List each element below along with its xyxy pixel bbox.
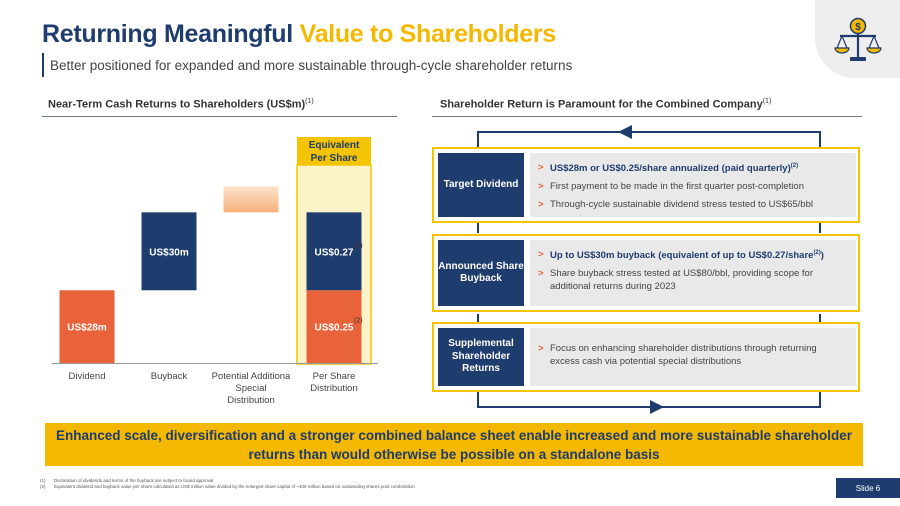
x-tick-label: Dividend xyxy=(69,371,106,382)
title-part-1: Returning Meaningful xyxy=(42,20,293,48)
chart-section-heading: Near-Term Cash Returns to Shareholders (… xyxy=(48,98,314,111)
bar-us-28m xyxy=(59,290,115,363)
bar-data-label: US$28m xyxy=(67,323,107,334)
bullet-item: >US$28m or US$0.25/share annualized (pai… xyxy=(538,162,799,175)
bullet-item: >Through-cycle sustainable dividend stre… xyxy=(538,198,813,210)
bar-potential-special xyxy=(223,186,279,213)
chart-section-rule xyxy=(42,116,397,117)
equivalent-label-line1: Equivalent xyxy=(309,140,360,151)
row-content: >US$28m or US$0.25/share annualized (pai… xyxy=(530,153,856,217)
bar-data-label: US$0.27 xyxy=(315,247,354,258)
page-subtitle: Better positioned for expanded and more … xyxy=(50,58,573,73)
bar-footnote-ref: (2) xyxy=(354,242,363,249)
x-tick-label: Per Share xyxy=(313,371,356,382)
flow-row-supplemental-returns: Supplemental Shareholder Returns >Focus … xyxy=(432,322,860,392)
chevron-right-icon: > xyxy=(538,267,544,279)
flow-section-rule xyxy=(432,116,862,117)
flow-section-heading: Shareholder Return is Paramount for the … xyxy=(440,98,772,111)
row-content: >Focus on enhancing shareholder distribu… xyxy=(530,328,856,386)
x-tick-label: Distribution xyxy=(310,383,358,394)
bar-data-label: US$0.25 xyxy=(315,323,354,334)
subtitle-accent-bar xyxy=(42,53,44,77)
bullet-item: >Up to US$30m buyback (equivalent of up … xyxy=(538,249,824,262)
bar-footnote-ref: (2) xyxy=(354,318,363,325)
footnotes: (1)Declaration of dividends and terms of… xyxy=(40,478,800,490)
page-title: Returning Meaningful Value to Shareholde… xyxy=(42,20,556,49)
bar-us-30m xyxy=(141,212,197,291)
footnote: (2)Equivalent dividend and buyback value… xyxy=(40,484,415,489)
row-content: >Up to US$30m buyback (equivalent of up … xyxy=(530,240,856,306)
bar-us-0-27 xyxy=(306,212,362,291)
svg-text:$: $ xyxy=(855,22,861,33)
flow-row-share-buyback: Announced Share Buyback >Up to US$30m bu… xyxy=(432,234,860,312)
bullet-item: >Focus on enhancing shareholder distribu… xyxy=(538,343,817,367)
x-tick-label: Special xyxy=(235,383,266,394)
x-tick-label: Potential Additiona xyxy=(212,371,291,382)
bar-data-label: US$30m xyxy=(149,247,189,258)
x-tick-label: Buyback xyxy=(151,371,188,382)
cycle-arrow-icon xyxy=(477,125,821,414)
money-balance-scale-icon: $ xyxy=(834,17,882,61)
chevron-right-icon: > xyxy=(538,343,544,355)
title-part-2-highlight: Value to Shareholders xyxy=(299,20,557,48)
bar-us-0-25 xyxy=(306,290,362,363)
x-tick-label: Distribution xyxy=(227,395,275,406)
bullet-item: >First payment to be made in the first q… xyxy=(538,180,804,192)
footnote: (1)Declaration of dividends and terms of… xyxy=(40,478,214,483)
bullet-item: >Share buyback stress tested at US$80/bb… xyxy=(538,267,813,292)
row-label: Target Dividend xyxy=(438,153,524,217)
chevron-right-icon: > xyxy=(538,180,544,192)
equivalent-label-line2: Per Share xyxy=(311,153,358,164)
chevron-right-icon: > xyxy=(538,198,544,210)
flow-row-target-dividend: Target Dividend >US$28m or US$0.25/share… xyxy=(432,147,860,223)
equivalent-per-share-header xyxy=(297,137,371,165)
chevron-right-icon: > xyxy=(538,162,544,173)
row-label: Supplemental Shareholder Returns xyxy=(438,328,524,386)
slide-number: Slide 6 xyxy=(836,478,900,498)
chevron-right-icon: > xyxy=(538,249,544,260)
row-label: Announced Share Buyback xyxy=(438,240,524,306)
key-message-banner: Enhanced scale, diversification and a st… xyxy=(45,423,863,466)
